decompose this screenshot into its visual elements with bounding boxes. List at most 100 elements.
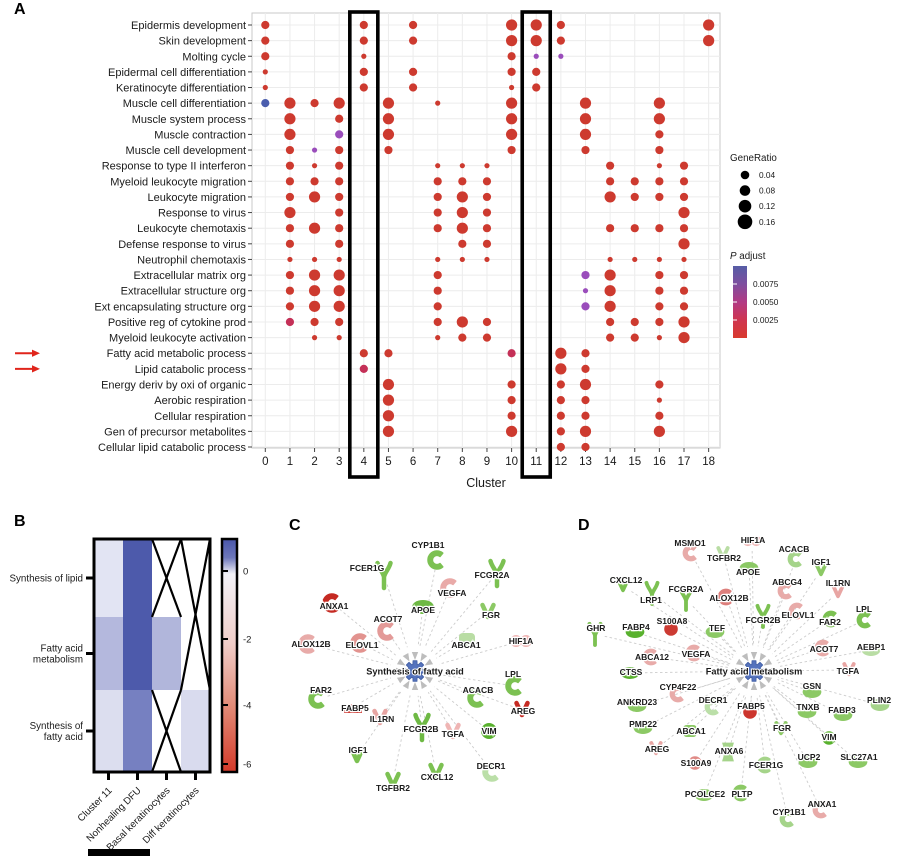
dot (262, 84, 268, 91)
dot (579, 97, 592, 109)
gene-circle-icon (743, 705, 757, 719)
generatio-legend-dot-icon (740, 170, 750, 180)
dot (335, 177, 344, 186)
hub-ring-arrow-icon (741, 680, 749, 690)
dot (482, 239, 492, 248)
panel-a-letter: A (14, 1, 26, 18)
gene-sq-icon (459, 633, 475, 647)
hub-ring-arrow-icon (424, 676, 434, 684)
dot (581, 442, 590, 452)
network-edge (327, 677, 392, 697)
gene-label: IGF1 (812, 557, 831, 567)
hub-ring-arrow-icon (396, 667, 404, 675)
gene-y-icon (644, 580, 660, 606)
gene-c-icon (787, 550, 802, 568)
dot (653, 97, 665, 109)
go-term-label: Aerobic respiration (154, 395, 246, 407)
hub-ring-arrow-icon (396, 676, 406, 684)
network-edge (604, 635, 730, 666)
network-edge (417, 695, 422, 718)
dot (482, 192, 492, 202)
gene-dbl-icon (510, 635, 522, 647)
dot (482, 317, 492, 327)
network-edge (720, 687, 736, 701)
go-term-label: Leukocyte chemotaxis (137, 223, 246, 235)
gene-label: CXCL12 (421, 772, 454, 782)
dot (408, 36, 418, 45)
hub-ring-arrow-icon (741, 652, 749, 662)
dot (335, 161, 344, 170)
generatio-legend-value: 0.04 (759, 170, 776, 180)
generatio-legend-dot-icon (737, 214, 753, 230)
dot (456, 206, 468, 219)
dot (579, 113, 592, 125)
hub-ring-arrow-icon (763, 658, 773, 666)
dot (482, 333, 492, 342)
network-edge (721, 638, 737, 654)
network-edge (631, 591, 734, 658)
dot (433, 177, 442, 186)
hub-ring-arrow-icon (411, 682, 419, 690)
dot (458, 333, 467, 342)
gene-label: VIM (481, 726, 496, 736)
dot (359, 83, 368, 92)
dot (604, 191, 616, 203)
go-term-label: Muscle contraction (154, 129, 246, 141)
generatio-legend-value: 0.12 (759, 201, 776, 211)
dot (359, 36, 368, 45)
network-edge (707, 694, 746, 786)
gene-v-icon (842, 662, 856, 677)
network-edge (434, 686, 482, 726)
hub-ring-arrow-icon (402, 680, 410, 690)
gene-c-icon (777, 582, 792, 600)
go-term-label: Response to type II interferon (102, 161, 246, 173)
dot (604, 285, 616, 297)
gene-label: FABP5 (341, 703, 369, 713)
cluster-tick-label: 4 (361, 456, 368, 468)
network-edge (730, 694, 747, 743)
dot (703, 35, 715, 47)
dot (678, 206, 690, 219)
dot (285, 161, 295, 170)
dot (311, 147, 318, 153)
dot (284, 113, 296, 125)
gene-label: APOE (411, 605, 435, 615)
gene-c-icon (856, 611, 871, 629)
dot (308, 269, 321, 281)
dot (435, 100, 441, 106)
gene-c-icon (350, 633, 367, 653)
dot (632, 256, 638, 263)
network-edge (659, 598, 735, 657)
heatmap-colorbar (222, 539, 237, 772)
gene-dbl-icon (742, 535, 753, 547)
dot (678, 238, 690, 250)
hub-label: Fatty acid metabolism (706, 667, 803, 677)
heatmap-row-label: Synthesis of (30, 721, 84, 732)
dot (655, 270, 664, 280)
go-term-label: Energy deriv by oxi of organic (101, 379, 246, 391)
dot (336, 335, 342, 341)
gene-o-icon (412, 600, 434, 614)
dot (308, 222, 321, 234)
dot (606, 161, 615, 170)
gene-label: FCER1G (749, 760, 784, 770)
gene-v-icon (716, 546, 730, 561)
gene-circle-icon (822, 731, 836, 745)
gene-c-icon (704, 698, 719, 716)
dot (581, 411, 590, 420)
heatmap-border (92, 537, 212, 774)
dot (335, 114, 344, 123)
network-edge (439, 674, 506, 685)
dot (607, 256, 613, 263)
gene-label: FGR (482, 610, 500, 620)
dot (679, 161, 689, 170)
network-edge (773, 685, 800, 707)
cluster-tick-label: 10 (505, 456, 518, 468)
hub-ring-arrow-icon (735, 667, 743, 675)
gene-label: FAR2 (819, 617, 841, 627)
dot (433, 317, 442, 327)
generatio-legend-dot-icon (739, 185, 751, 196)
gene-label: HIF1A (509, 636, 534, 646)
cluster-tick-label: 16 (653, 456, 666, 468)
missing-cell-x (179, 538, 212, 691)
